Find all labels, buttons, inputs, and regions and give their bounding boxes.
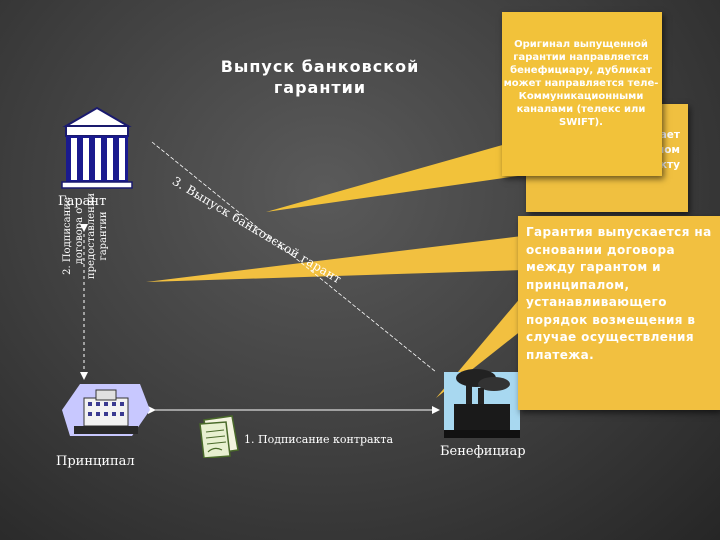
callout-main: Гарантия выпускается на основании догово… xyxy=(518,216,720,410)
bank-icon xyxy=(58,104,136,194)
callout-front-text: Оригинал выпущенной гарантии направляетс… xyxy=(503,39,659,128)
office-building-icon xyxy=(60,380,152,444)
callout-front: Оригинал выпущенной гарантии направляетс… xyxy=(502,12,662,176)
callout-pointer-main-1 xyxy=(146,236,524,282)
node-label-guarantor: Гарант xyxy=(58,194,107,209)
node-label-principal: Принципал xyxy=(56,454,135,469)
arrow-label-signing-contract: 1. Подписание контракта xyxy=(244,433,394,446)
factory-icon xyxy=(444,364,520,438)
contract-document-icon xyxy=(198,414,244,459)
callout-pointer-front xyxy=(266,140,560,212)
arrow-guarantor-beneficiary xyxy=(151,141,437,373)
callout-main-text: Гарантия выпускается на основании догово… xyxy=(526,225,712,362)
node-label-beneficiary: Бенефициар xyxy=(440,444,526,459)
arrow-label-guarantee-agreement: 2. Подписание договора о предоставлении … xyxy=(62,192,109,280)
diagram-title: Выпуск банковской гарантии xyxy=(220,57,420,97)
